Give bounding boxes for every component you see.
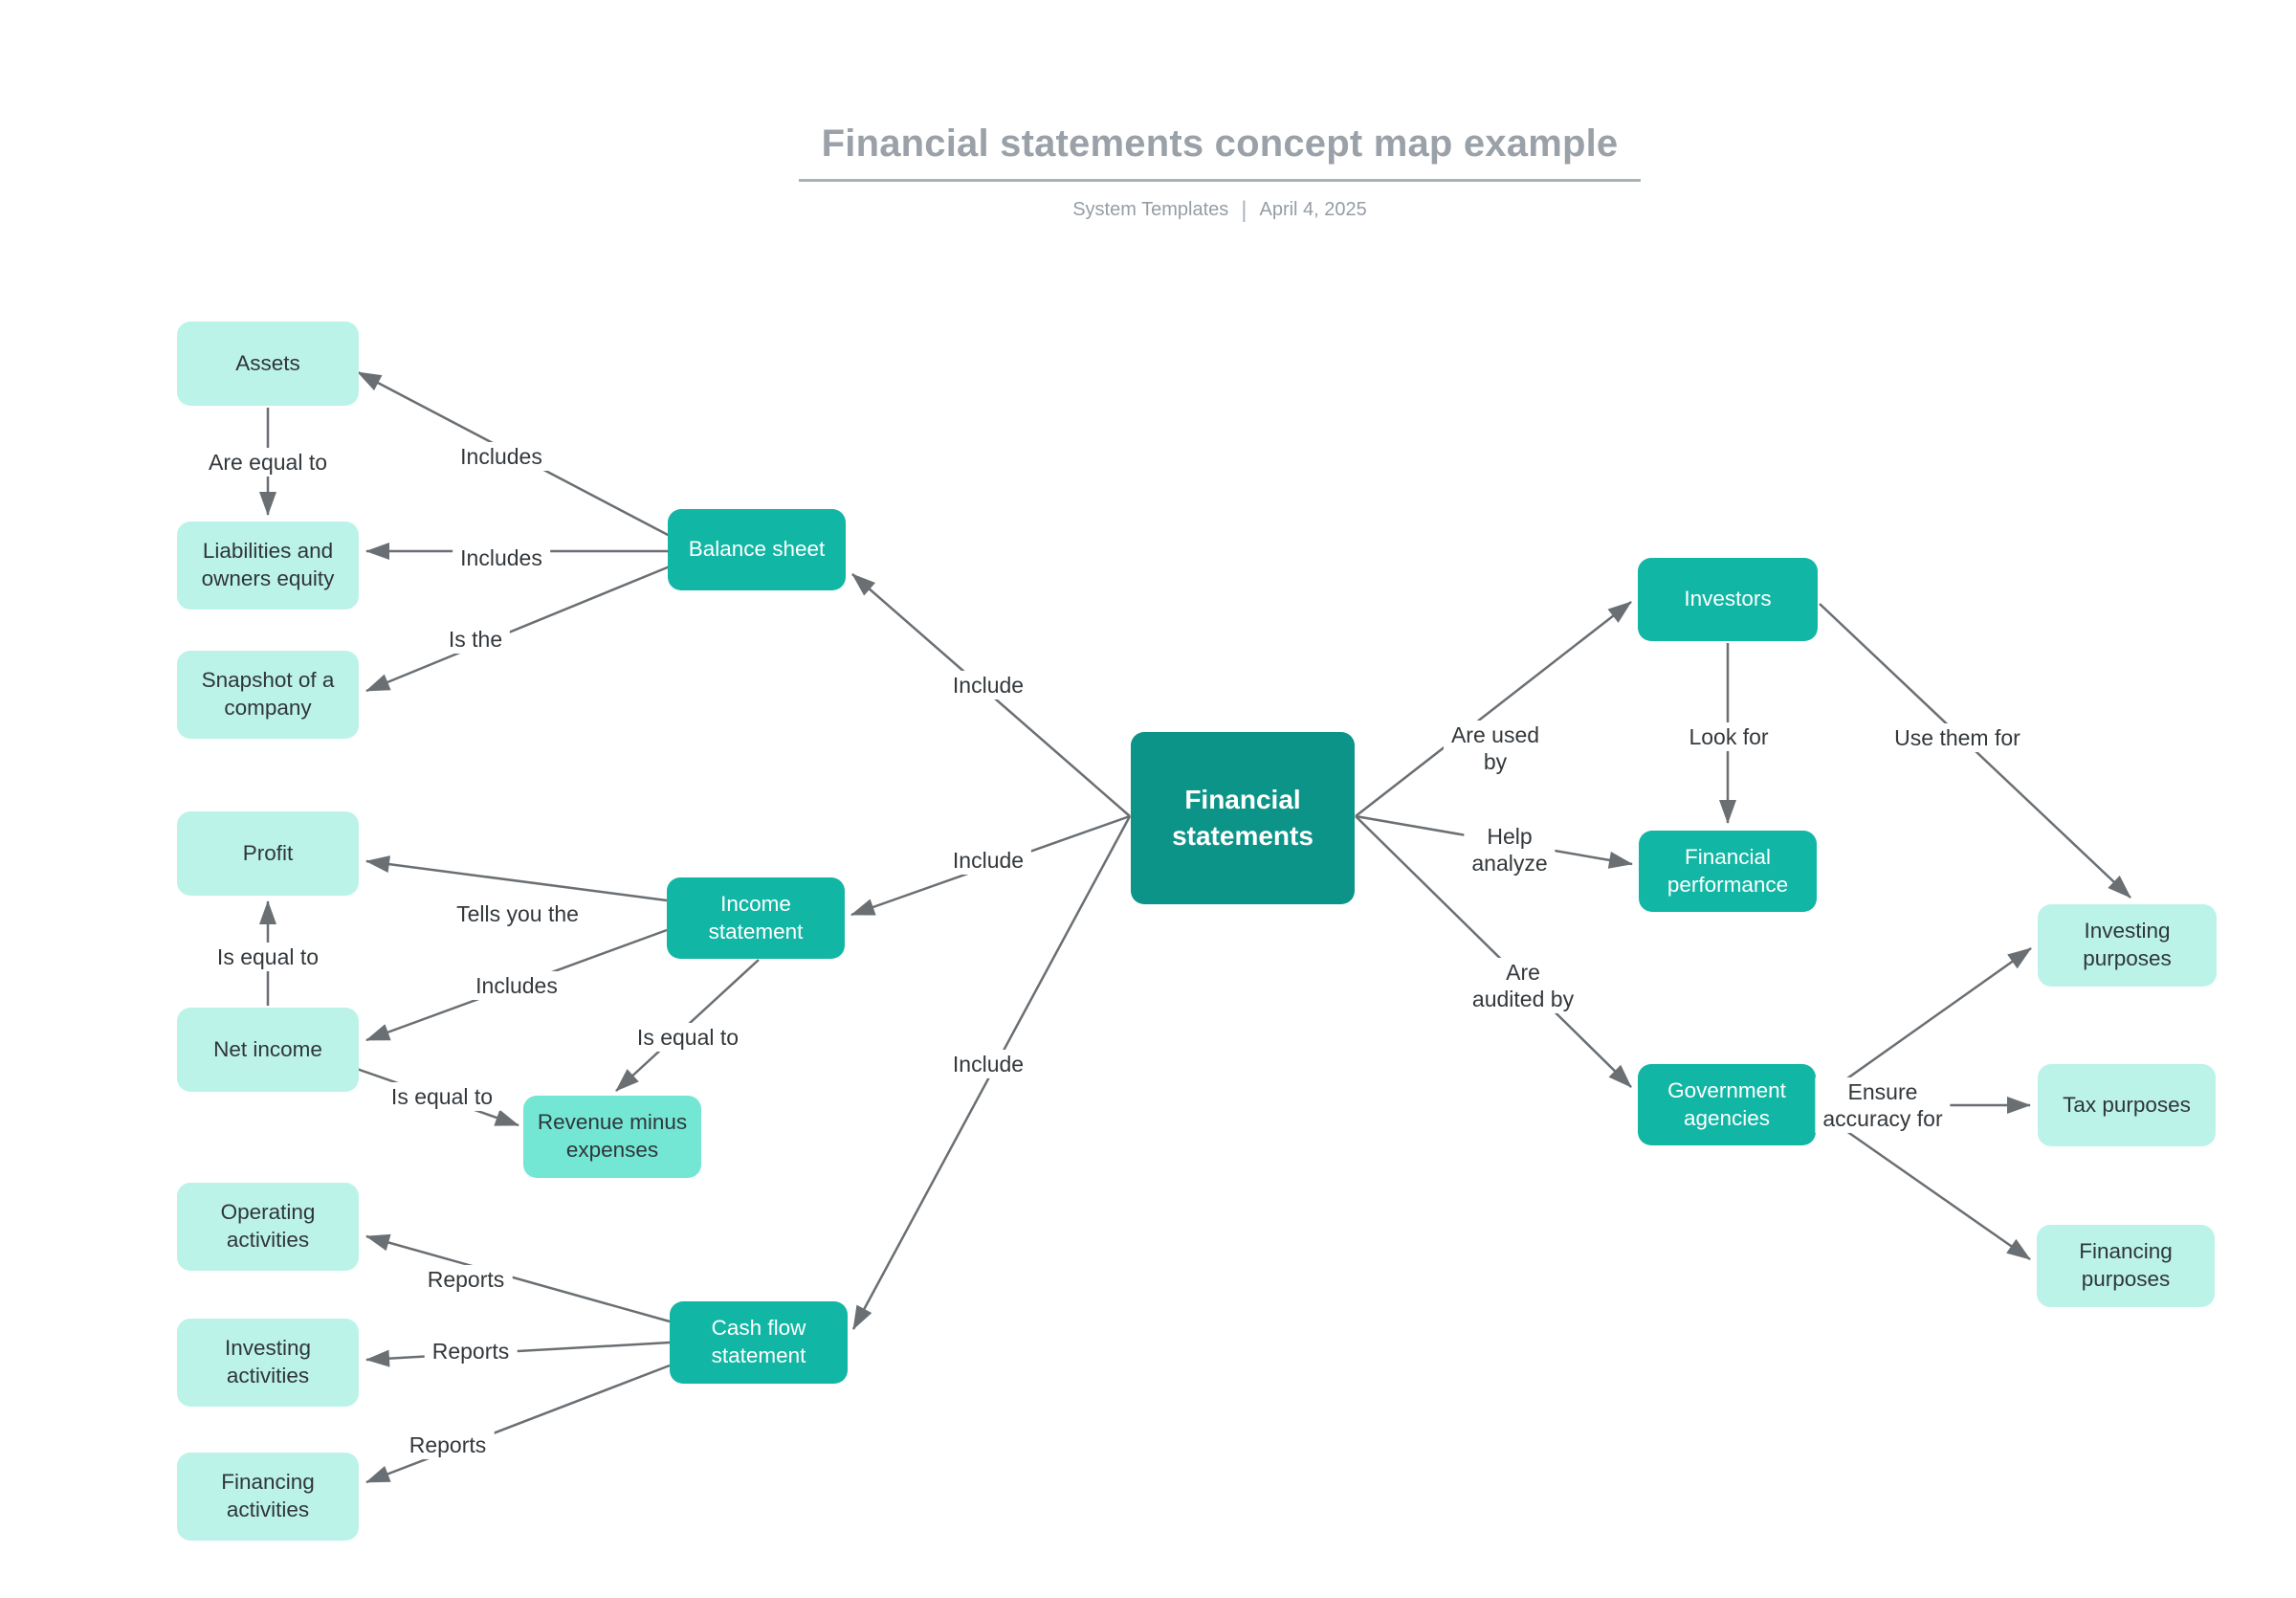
edge-label: Reports xyxy=(424,1336,518,1366)
node-financing-activities[interactable]: Financing activities xyxy=(177,1453,359,1541)
node-financial-performance[interactable]: Financial performance xyxy=(1639,831,1817,912)
page-title: Financial statements concept map example xyxy=(821,122,1619,165)
node-balance-sheet[interactable]: Balance sheet xyxy=(668,509,846,590)
diagram-header: Financial statements concept map example… xyxy=(799,122,1641,224)
node-investing-purposes[interactable]: Investing purposes xyxy=(2038,904,2217,987)
node-net-income[interactable]: Net income xyxy=(177,1008,359,1092)
edge-government-agencies-to-financing-purposes xyxy=(1817,1109,2031,1261)
edge-financial-statements-to-investors xyxy=(1355,601,1632,817)
node-financing-purposes[interactable]: Financing purposes xyxy=(2037,1225,2215,1307)
node-income-statement[interactable]: Income statement xyxy=(667,877,845,959)
node-assets[interactable]: Assets xyxy=(177,322,359,406)
node-liabilities[interactable]: Liabilities and owners equity xyxy=(177,522,359,610)
edge-label: Tells you the xyxy=(449,899,586,929)
edge-income-statement-to-profit xyxy=(365,855,668,902)
subtitle-separator: | xyxy=(1241,197,1247,223)
node-tax-purposes[interactable]: Tax purposes xyxy=(2038,1064,2216,1146)
edge-label: Is equal to xyxy=(629,1022,747,1053)
edge-label: Help analyze xyxy=(1464,821,1556,878)
edge-label: Reports xyxy=(419,1264,513,1295)
edge-label: Is the xyxy=(440,624,511,655)
node-government-agencies[interactable]: Government agencies xyxy=(1638,1064,1816,1145)
edge-label: Include xyxy=(944,1049,1032,1079)
edge-label: Include xyxy=(944,845,1032,876)
edge-cash-flow-statement-to-investing-activities xyxy=(365,1341,671,1367)
node-financial-statements[interactable]: Financial statements xyxy=(1131,732,1355,904)
subtitle: System Templates | April 4, 2025 xyxy=(799,197,1641,224)
title-divider xyxy=(799,179,1641,182)
edge-label: Are used by xyxy=(1443,720,1548,777)
edge-balance-sheet-to-snapshot xyxy=(365,565,671,693)
edge-label: Are audited by xyxy=(1464,957,1582,1014)
edge-label: Includes xyxy=(453,441,550,472)
node-profit[interactable]: Profit xyxy=(177,811,359,896)
edge-cash-flow-statement-to-financing-activities xyxy=(365,1364,671,1484)
node-snapshot[interactable]: Snapshot of a company xyxy=(177,651,359,739)
subtitle-author: System Templates xyxy=(1072,199,1229,220)
edge-label: Includes xyxy=(468,970,565,1001)
edge-label: Are equal to xyxy=(200,447,336,477)
edge-cash-flow-statement-to-operating-activities xyxy=(365,1233,671,1323)
node-operating-activities[interactable]: Operating activities xyxy=(177,1183,359,1271)
node-investing-activities[interactable]: Investing activities xyxy=(177,1319,359,1407)
edge-label: Includes xyxy=(453,543,550,573)
edge-label: Include xyxy=(944,670,1032,700)
edge-label: Is equal to xyxy=(383,1081,501,1112)
subtitle-date: April 4, 2025 xyxy=(1259,199,1367,220)
node-investors[interactable]: Investors xyxy=(1638,558,1818,641)
edge-label: Is equal to xyxy=(209,942,327,972)
edge-label: Look for xyxy=(1681,721,1777,752)
edge-label: Use them for xyxy=(1887,722,2028,753)
node-revenue-minus-expenses[interactable]: Revenue minus expenses xyxy=(523,1096,701,1178)
edge-label: Reports xyxy=(401,1430,495,1460)
node-cash-flow-statement[interactable]: Cash flow statement xyxy=(670,1301,848,1384)
edge-label: Ensure accuracy for xyxy=(1815,1076,1951,1134)
